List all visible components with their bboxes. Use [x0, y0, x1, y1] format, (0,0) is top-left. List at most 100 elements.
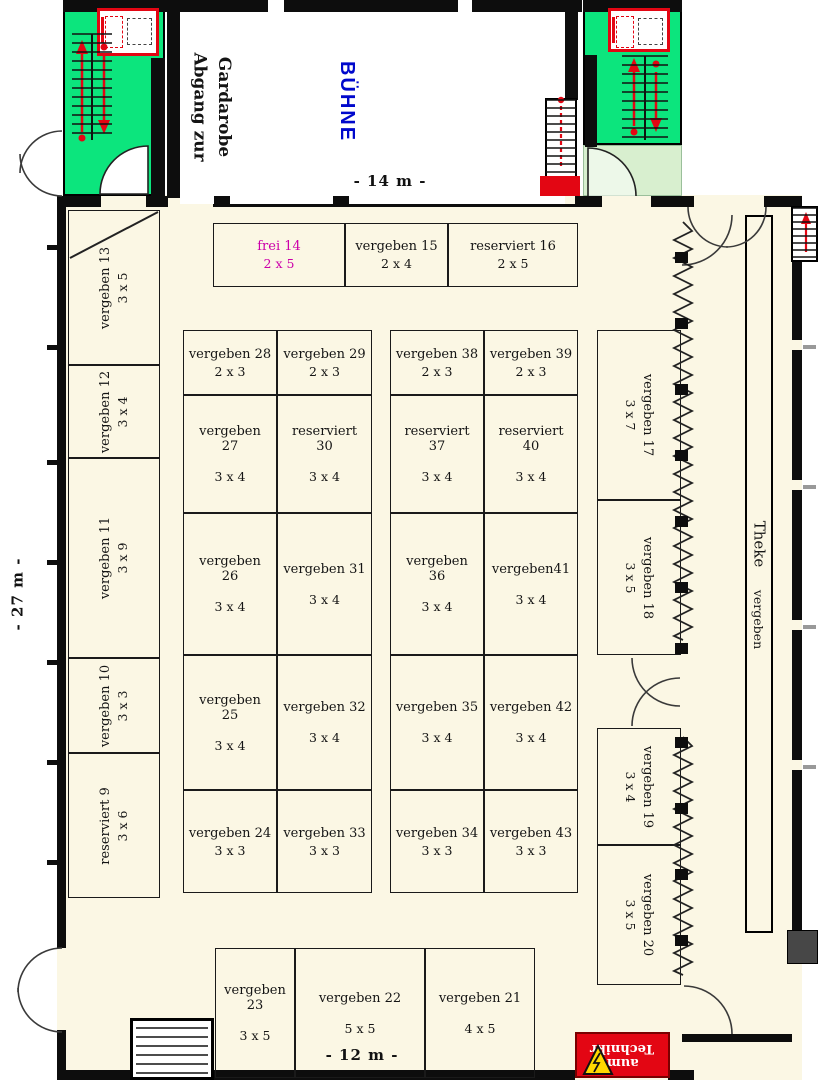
booth-20[interactable]: vergeben 20 3 x 5: [597, 845, 681, 985]
booth-size: 3 x 4: [115, 396, 130, 427]
booth-text: vergeben 10 3 x 3: [98, 664, 130, 746]
booth-14[interactable]: frei 14 2 x 5: [213, 223, 345, 287]
stage-wall-left: [167, 0, 180, 198]
cloakroom-text-2: Gardarobe: [214, 56, 235, 158]
outer-wall-bottom: [213, 1070, 575, 1080]
booth-name: vergeben 23: [224, 983, 286, 1013]
booth-size: 3 x 4: [515, 469, 547, 484]
booth-size: 3 x 9: [115, 542, 130, 574]
booth-size: 3 x 6: [115, 810, 130, 841]
booth-24[interactable]: vergeben 24 3 x 3: [183, 790, 277, 893]
booth-27[interactable]: vergeben 27 3 x 4: [183, 395, 277, 513]
booth-19[interactable]: vergeben 19 3 x 4: [597, 728, 681, 845]
booth-31[interactable]: vergeben 31 3 x 4: [277, 513, 372, 655]
booth-size: 3 x 4: [214, 469, 246, 484]
outer-wall-right: [792, 490, 802, 620]
booth-size: 3 x 4: [309, 591, 340, 607]
booth-size: 3 x 4: [421, 469, 453, 484]
booth-35[interactable]: vergeben 35 3 x 4: [390, 655, 484, 790]
booth-name: vergeben 15: [355, 239, 438, 254]
booth-29[interactable]: vergeben 29 2 x 3: [277, 330, 372, 395]
booth-name: vergeben 35: [395, 700, 479, 715]
wall: [63, 0, 268, 12]
booth-name: vergeben 13: [98, 246, 113, 329]
booth-size: 2 x 3: [309, 363, 340, 379]
dimension-bottom: - 12 m -: [325, 1046, 399, 1064]
booth-size: 3 x 5: [623, 562, 638, 593]
booth-size: 2 x 4: [381, 256, 412, 271]
booth-name: vergeben 19: [640, 745, 655, 828]
booth-13[interactable]: vergeben 13 3 x 5: [68, 210, 160, 365]
booth-name: reserviert 40: [498, 424, 564, 454]
booth-41[interactable]: vergeben41 3 x 4: [484, 513, 578, 655]
booth-21[interactable]: vergeben 21 4 x 5: [425, 948, 535, 1078]
booth-text: vergeben 20 3 x 5: [623, 874, 655, 956]
booth-42[interactable]: vergeben 42 3 x 4: [484, 655, 578, 790]
booth-size: 2 x 5: [497, 256, 529, 271]
booth-name: vergeben 33: [283, 825, 366, 841]
booth-38[interactable]: vergeben 38 2 x 3: [390, 330, 484, 395]
booth-32[interactable]: vergeben 32 3 x 4: [277, 655, 372, 790]
booth-12[interactable]: vergeben 12 3 x 4: [68, 365, 160, 458]
wall: [651, 196, 682, 207]
theke-label-text: Theke: [750, 520, 769, 568]
booth-33[interactable]: vergeben 33 3 x 3: [277, 790, 372, 893]
wall: [284, 0, 458, 12]
booth-name: vergeben 43: [489, 825, 573, 841]
booth-name: vergeben 29: [283, 346, 366, 362]
booth-size: 5 x 5: [344, 1020, 376, 1036]
booth-37[interactable]: reserviert 37 3 x 4: [390, 395, 484, 513]
booth-name: vergeben 10: [98, 664, 113, 747]
booth-size: 3 x 3: [421, 842, 453, 858]
outer-wall-left: [57, 207, 66, 948]
booth-17[interactable]: vergeben 17 3 x 7: [597, 330, 681, 500]
booth-name: vergeben 11: [98, 516, 113, 600]
booth-size: 3 x 4: [421, 599, 453, 614]
booth-18[interactable]: vergeben 18 3 x 5: [597, 500, 681, 655]
booth-15[interactable]: vergeben 15 2 x 4: [345, 223, 448, 287]
booth-size: 3 x 5: [623, 899, 638, 931]
theke-status: vergeben: [745, 580, 773, 658]
stair-wall: [151, 58, 165, 196]
cloakroom-label-2: Gardarobe: [212, 42, 236, 172]
booth-43[interactable]: vergeben 43 3 x 3: [484, 790, 578, 893]
booth-23[interactable]: vergeben 23 3 x 5: [215, 948, 295, 1078]
stage-edge: [213, 204, 575, 207]
booth-text: vergeben 19 3 x 4: [623, 745, 655, 827]
booth-name: vergeben 17: [640, 373, 655, 457]
booth-size: 2 x 3: [214, 363, 246, 379]
outer-wall-right: [792, 630, 802, 760]
booth-name: reserviert 16: [470, 239, 556, 254]
booth-size: 3 x 4: [515, 730, 547, 745]
booth-34[interactable]: vergeben 34 3 x 3: [390, 790, 484, 893]
booth-name: vergeben41: [491, 561, 571, 577]
booth-name: vergeben 38: [395, 346, 479, 362]
stage-edge-stub: [214, 196, 230, 205]
booth-name: vergeben 42: [489, 700, 573, 715]
booth-40[interactable]: reserviert 40 3 x 4: [484, 395, 578, 513]
booth-name: vergeben 27: [199, 424, 261, 454]
booth-name: vergeben 31: [283, 561, 366, 577]
corridor-wall: [682, 1034, 792, 1042]
booth-28[interactable]: vergeben 28 2 x 3: [183, 330, 277, 395]
booth-11[interactable]: vergeben 11 3 x 9: [68, 458, 160, 658]
booth-name: vergeben 22: [318, 990, 402, 1006]
booth-name: reserviert 30: [291, 424, 358, 454]
booth-name: reserviert 37: [404, 424, 470, 454]
booth-16[interactable]: reserviert 16 2 x 5: [448, 223, 578, 287]
dimension-left: - 27 m -: [2, 546, 32, 642]
booth-39[interactable]: vergeben 39 2 x 3: [484, 330, 578, 395]
booth-name: vergeben 36: [406, 554, 468, 584]
booth-36[interactable]: vergeben 36 3 x 4: [390, 513, 484, 655]
booth-26[interactable]: vergeben 26 3 x 4: [183, 513, 277, 655]
booth-size: 3 x 5: [115, 272, 130, 303]
stage-edge-stub: [333, 196, 349, 205]
booth-9[interactable]: reserviert 9 3 x 6: [68, 753, 160, 898]
booth-25[interactable]: vergeben 25 3 x 4: [183, 655, 277, 790]
booth-size: 3 x 4: [309, 730, 340, 745]
booth-10[interactable]: vergeben 10 3 x 3: [68, 658, 160, 753]
stage-title-text: BÜHNE: [336, 60, 359, 142]
booth-22[interactable]: vergeben 22 5 x 5: [295, 948, 425, 1078]
booth-30[interactable]: reserviert 30 3 x 4: [277, 395, 372, 513]
booth-size: 3 x 3: [214, 842, 246, 858]
